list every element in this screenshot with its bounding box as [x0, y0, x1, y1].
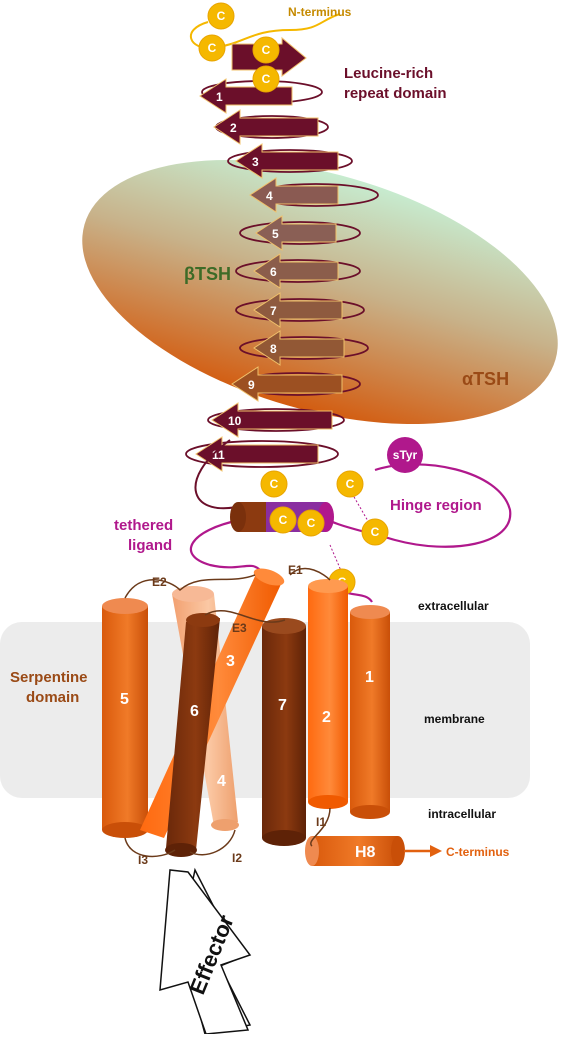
- tethered-label-line2: ligand: [128, 537, 172, 554]
- helix-4-number: 4: [217, 773, 226, 790]
- cysteine-5: [260, 470, 288, 498]
- helix-1: [350, 605, 390, 819]
- tsh-ellipse: [82, 159, 558, 425]
- beta-tsh-label: βTSH: [184, 264, 231, 284]
- cysteine-6: [336, 470, 364, 498]
- helix-h8-label: H8: [355, 844, 376, 861]
- lrr-strand-label-9: 9: [248, 378, 255, 392]
- helix-5-number: 5: [120, 691, 129, 708]
- lrr-strand-label-1: 1: [216, 90, 223, 104]
- cysteine-label-6: C: [346, 477, 355, 491]
- lrr-strand-7: [253, 292, 343, 328]
- tethered-label-line1: tethered: [114, 517, 173, 534]
- helix-2-number: 2: [322, 709, 331, 726]
- lrr-strand-label-10: 10: [228, 414, 242, 428]
- lrr-strand-8: [253, 330, 345, 366]
- effector-arrow: [159, 867, 252, 1035]
- lrr-strand-3: [235, 143, 339, 179]
- styr-label: sTyr: [393, 448, 418, 462]
- cysteine-label-5: C: [270, 477, 279, 491]
- helix-3-number: 3: [226, 653, 235, 670]
- c-terminus-label: C-terminus: [446, 845, 510, 859]
- helix-7-number: 7: [278, 697, 287, 714]
- cysteine-label-8: C: [307, 516, 316, 530]
- n-terminus-label: N-terminus: [288, 5, 352, 19]
- helix-1-number: 1: [365, 669, 374, 686]
- lrr-label-line1: Leucine-rich: [344, 65, 433, 82]
- serpentine-label-line1: Serpentine: [10, 669, 88, 686]
- lrr-strand-6: [253, 253, 339, 289]
- lrr-strand-4: [249, 177, 339, 213]
- cysteine-group: CCCCCCCCCC: [198, 2, 389, 596]
- cysteine-8: [297, 509, 325, 537]
- cysteine-9: [361, 518, 389, 546]
- cysteine-label-2: C: [208, 41, 217, 55]
- lrr-strand-label-7: 7: [270, 304, 277, 318]
- lrr-strand-label-2: 2: [230, 121, 237, 135]
- connecting-loops: [124, 567, 331, 858]
- helix-6: [165, 613, 220, 857]
- n-terminus-strand: [189, 13, 341, 50]
- lrr-loops: [185, 80, 379, 468]
- helix-6-number: 6: [190, 703, 199, 720]
- loop-e2-label: E2: [152, 575, 167, 589]
- loop-e1-label: E1: [288, 563, 303, 577]
- serpentine-label-line2: domain: [26, 689, 79, 706]
- lrr-strand-label-5: 5: [272, 227, 279, 241]
- extracellular-label: extracellular: [418, 599, 489, 613]
- helix-5: [102, 598, 148, 838]
- cysteine-label-1: C: [217, 9, 226, 23]
- alpha-tsh-label: αTSH: [462, 369, 509, 389]
- lrr-strand-label-8: 8: [270, 342, 277, 356]
- lrr-strand-label-3: 3: [252, 155, 259, 169]
- loop-i1-label: I1: [316, 815, 326, 829]
- loop-i2-label: I2: [232, 851, 242, 865]
- cysteine-label-4: C: [262, 72, 271, 86]
- cysteine-label-7: C: [279, 513, 288, 527]
- styr-circle: [387, 437, 423, 473]
- hinge-label: Hinge region: [390, 497, 482, 514]
- cysteine-4: [252, 65, 280, 93]
- loop-e3-label: E3: [232, 621, 247, 635]
- helix-h8: [305, 836, 442, 866]
- lrr-strand-2: [213, 109, 319, 145]
- cysteine-7: [269, 506, 297, 534]
- cysteine-2: [198, 34, 226, 62]
- cysteine-label-9: C: [371, 525, 380, 539]
- loop-i3-label: I3: [138, 853, 148, 867]
- lrr-strand-label-4: 4: [266, 189, 273, 203]
- helix-7: [262, 618, 306, 846]
- lrr-label-line2: repeat domain: [344, 85, 447, 102]
- lrr-strand-label-6: 6: [270, 265, 277, 279]
- helix-bundle: [102, 568, 442, 866]
- cysteine-label-3: C: [262, 43, 271, 57]
- lrr-strand-5: [255, 215, 337, 251]
- cysteine-1: [207, 2, 235, 30]
- lrr-strand-10: [211, 402, 333, 438]
- lrr-strand-9: [231, 366, 343, 402]
- cysteine-3: [252, 36, 280, 64]
- membrane-label: membrane: [424, 712, 485, 726]
- lrr-strand-11: [195, 436, 319, 472]
- intracellular-label: intracellular: [428, 807, 496, 821]
- helix-2: [308, 579, 348, 809]
